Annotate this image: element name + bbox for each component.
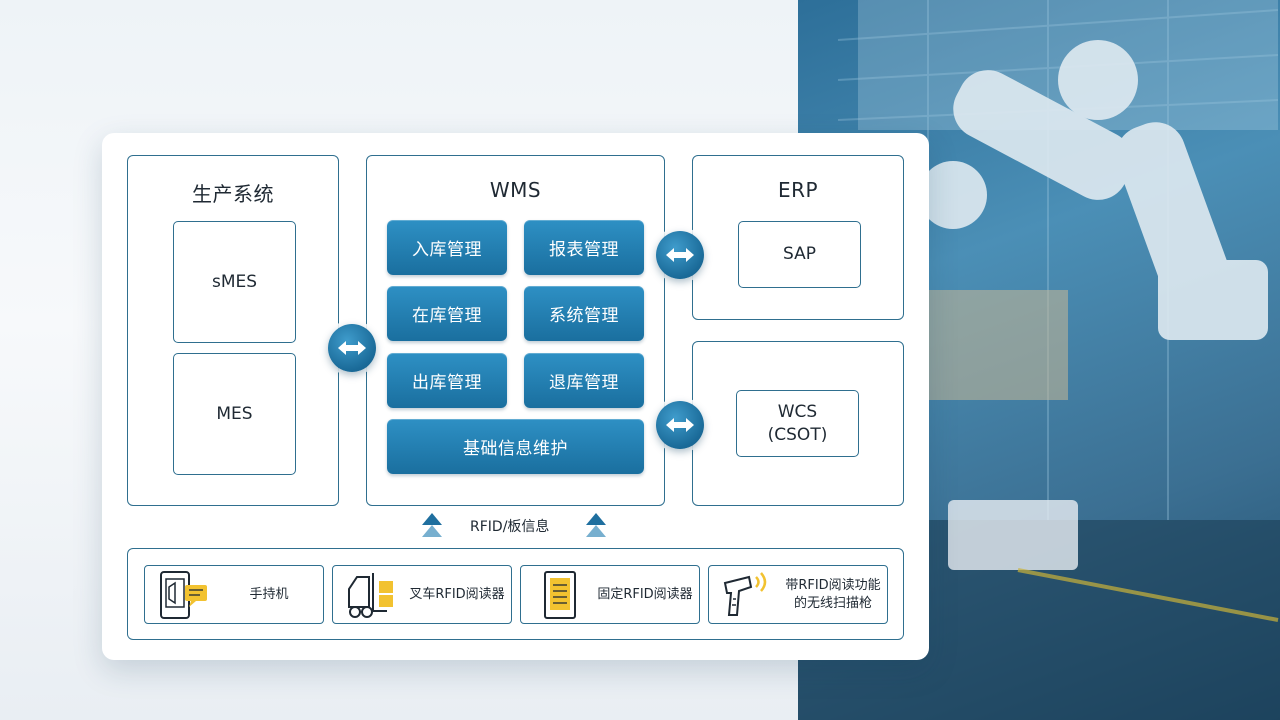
wcs-box: WCS (CSOT)	[736, 390, 859, 457]
bidirectional-arrow-icon	[328, 324, 376, 372]
bidirectional-arrow-icon	[656, 401, 704, 449]
module-outbound[interactable]: 出库管理	[387, 353, 507, 408]
production-system-panel: 生产系统 sMES MES	[127, 155, 339, 506]
fixed-reader-icon	[544, 570, 576, 619]
handheld-icon	[160, 570, 207, 619]
sap-box: SAP	[738, 221, 861, 288]
up-arrow-icon	[422, 513, 442, 537]
device-fixed-reader-label: 固定RFID阅读器	[597, 586, 693, 602]
device-scanner-gun: 带RFID阅读功能 的无线扫描枪	[708, 565, 888, 624]
production-system-title: 生产系统	[192, 182, 274, 206]
device-handheld-label: 手持机	[249, 586, 289, 602]
wms-title: WMS	[489, 178, 542, 202]
device-forklift-label: 叉车RFID阅读器	[409, 586, 505, 602]
wcs-sublabel: (CSOT)	[767, 424, 828, 445]
module-inbound[interactable]: 入库管理	[387, 220, 507, 275]
module-returns[interactable]: 退库管理	[524, 353, 644, 408]
scanner-gun-icon	[723, 571, 767, 616]
rfid-info-label: RFID/板信息	[470, 519, 550, 535]
device-fixed-reader: 固定RFID阅读器	[520, 565, 700, 624]
device-forklift-reader: 叉车RFID阅读器	[332, 565, 512, 624]
erp-panel: ERP SAP	[692, 155, 904, 320]
module-basic-info[interactable]: 基础信息维护	[387, 419, 644, 474]
bidirectional-arrow-icon	[656, 231, 704, 279]
wcs-panel: WCS (CSOT)	[692, 341, 904, 506]
module-system[interactable]: 系统管理	[524, 286, 644, 341]
module-reports[interactable]: 报表管理	[524, 220, 644, 275]
device-scanner-label-line1: 带RFID阅读功能	[785, 577, 881, 593]
architecture-card: 生产系统 sMES MES WMS 入库管理 报表管理 在库管理 系统管理 出库…	[102, 133, 929, 660]
device-scanner-label: 带RFID阅读功能 的无线扫描枪	[779, 577, 887, 612]
device-scanner-label-line2: 的无线扫描枪	[793, 595, 872, 611]
smes-box: sMES	[173, 221, 296, 343]
erp-title: ERP	[777, 178, 819, 202]
device-handheld: 手持机	[144, 565, 324, 624]
up-arrow-icon	[586, 513, 606, 537]
mes-box: MES	[173, 353, 296, 475]
wms-panel: WMS 入库管理 报表管理 在库管理 系统管理 出库管理 退库管理 基础信息维护	[366, 155, 665, 506]
forklift-icon	[348, 572, 393, 618]
module-inventory[interactable]: 在库管理	[387, 286, 507, 341]
wcs-label: WCS	[777, 401, 818, 422]
devices-panel: 手持机 叉车RFID阅读器 固定RFID阅	[127, 548, 904, 640]
